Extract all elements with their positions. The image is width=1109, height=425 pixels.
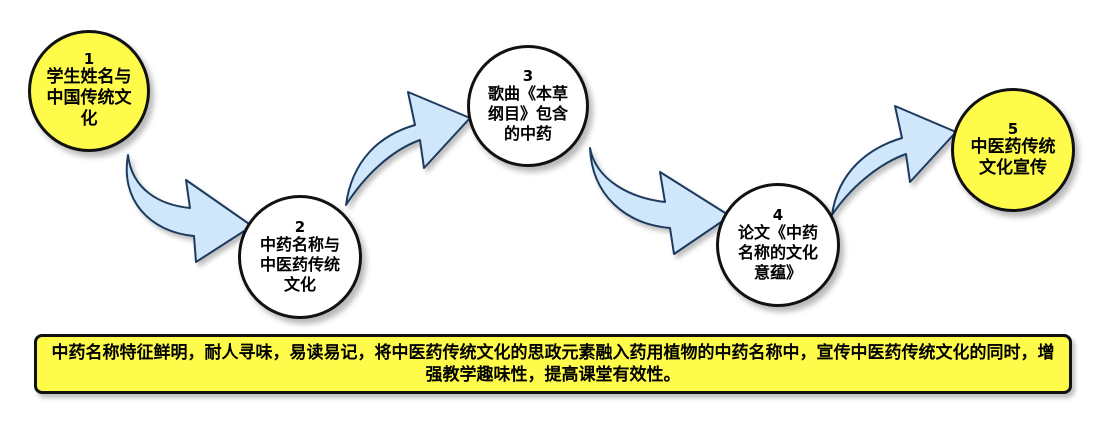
step-1-label: 学生姓名与 中国传统文 化 (46, 67, 132, 129)
step-2-label: 中药名称与 中医药传统 文化 (259, 234, 340, 294)
step-5-number: 5 (1007, 119, 1019, 138)
summary-caption: 中药名称特征鲜明，耐人寻味，易读易记，将中医药传统文化的思政元素融入药用植物的中… (34, 334, 1072, 394)
step-3-number: 3 (522, 66, 534, 85)
step-5-label: 中医药传统 文化宣传 (970, 136, 1056, 178)
arrow-4-to-5 (831, 105, 957, 216)
arrow-1-to-2 (125, 154, 253, 263)
arrow-2-to-3 (345, 91, 471, 206)
step-3-label: 歌曲《本草 纲目》包含 的中药 (487, 83, 568, 143)
step-4-number: 4 (772, 205, 784, 224)
step-1-node: 1 学生姓名与 中国传统文 化 (28, 30, 150, 152)
step-5-node: 5 中医药传统 文化宣传 (951, 88, 1075, 212)
step-4-label: 论文《中药 名称的文化 意蕴》 (737, 222, 818, 282)
step-2-node: 2 中药名称与 中医药传统 文化 (238, 195, 362, 319)
step-1-number: 1 (83, 50, 95, 68)
step-4-node: 4 论文《中药 名称的文化 意蕴》 (716, 183, 840, 307)
step-2-number: 2 (294, 217, 306, 236)
arrow-3-to-4 (589, 147, 731, 255)
step-3-node: 3 歌曲《本草 纲目》包含 的中药 (467, 45, 589, 167)
